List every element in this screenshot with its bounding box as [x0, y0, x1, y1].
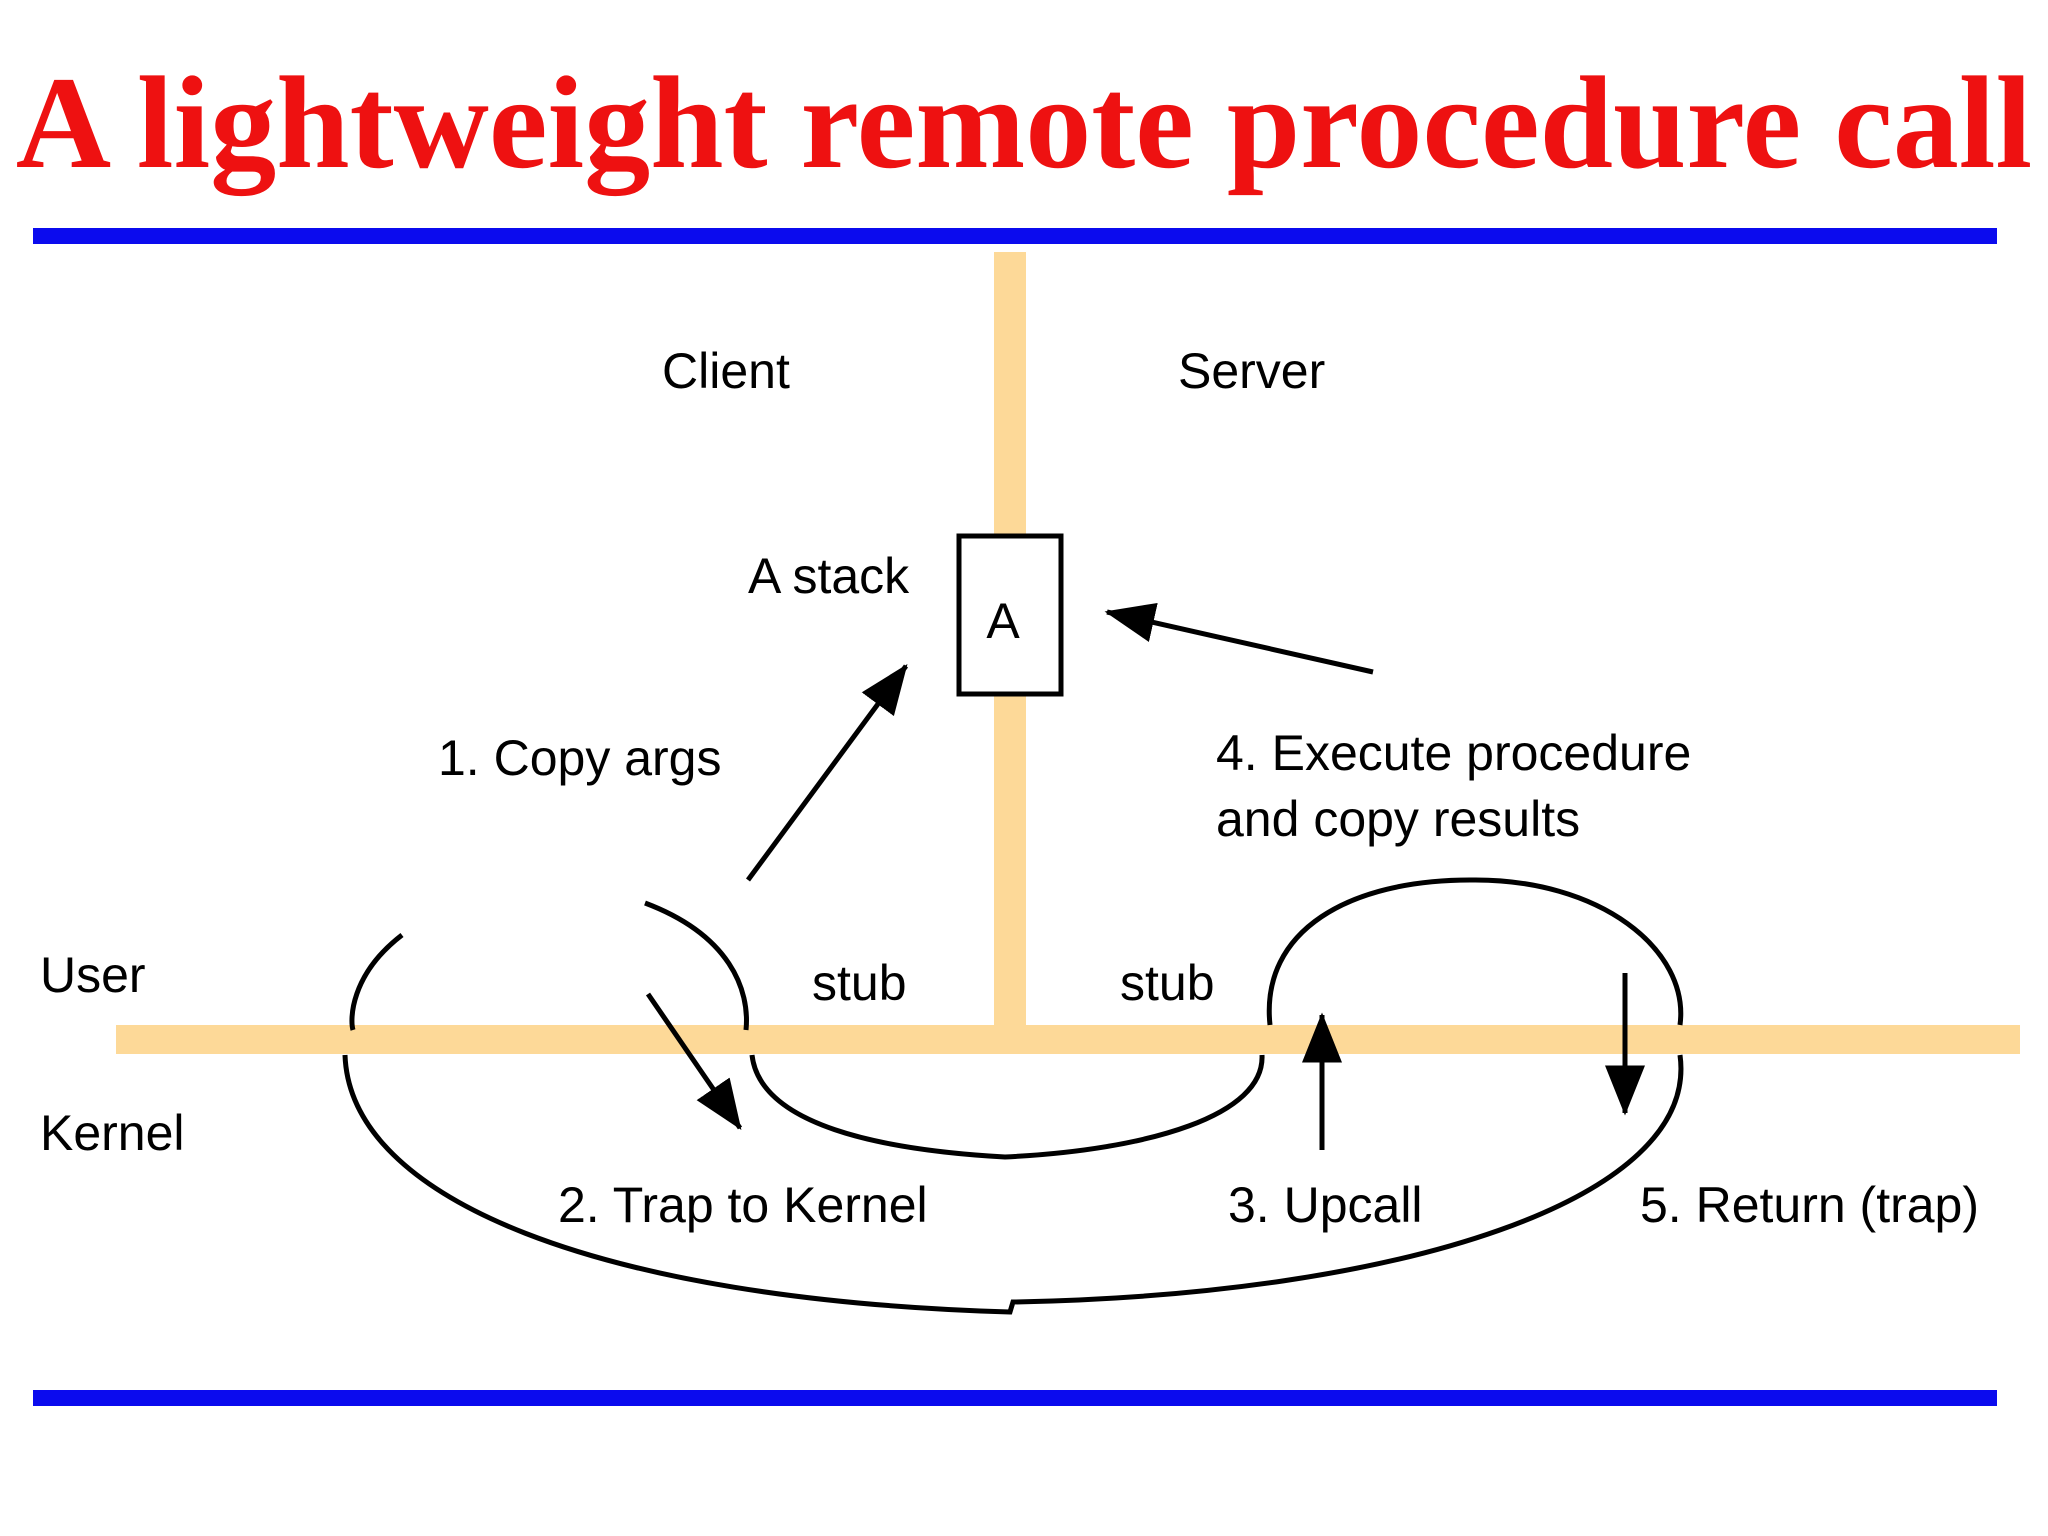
user-label: User: [40, 947, 146, 1003]
step-1-label: 1. Copy args: [438, 730, 721, 786]
server-stub-upper-arc: [1266, 877, 1684, 1026]
step-5-label: 5. Return (trap): [1640, 1177, 1979, 1233]
client-stub-label: stub: [812, 955, 907, 1011]
trap-to-kernel-arrow: [645, 992, 743, 1131]
a-stack-caption: A stack: [748, 548, 910, 604]
client-stub-upper-right-arc: [644, 900, 749, 1031]
user-kernel-divider: [116, 1025, 2020, 1054]
client-label: Client: [662, 343, 790, 399]
slide-title: A lightweight remote procedure call: [15, 49, 2033, 196]
bottom-rule: [33, 1390, 1997, 1406]
client-stub-upper-arc: [349, 933, 404, 1031]
a-stack-box: [956, 533, 1064, 697]
step-2-label: 2. Trap to Kernel: [558, 1177, 928, 1233]
top-rule: [33, 228, 1997, 244]
server-stub-label: stub: [1120, 955, 1215, 1011]
outer-kernel-curve: [342, 1054, 1684, 1315]
kernel-label: Kernel: [40, 1105, 185, 1161]
step-4-label-line2: and copy results: [1216, 791, 1580, 847]
copy-args-arrow: [745, 663, 909, 882]
server-label: Server: [1178, 343, 1325, 399]
step-4-label: 4. Execute procedure: [1216, 725, 1691, 781]
a-stack-letter: A: [986, 593, 1020, 649]
stub-to-stub-lower-curve: [749, 1054, 1265, 1160]
execute-copy-results-arrow: [1104, 602, 1374, 675]
step-3-label: 3. Upcall: [1228, 1177, 1423, 1233]
